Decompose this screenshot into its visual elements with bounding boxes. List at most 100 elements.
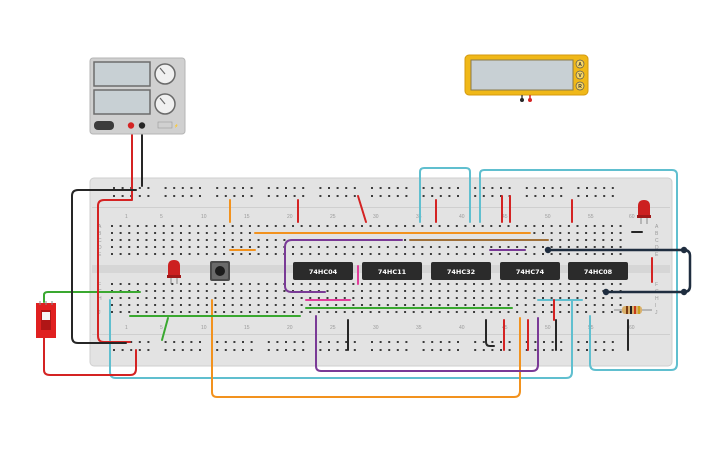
breadboard-hole[interactable] bbox=[224, 195, 227, 197]
breadboard-hole[interactable] bbox=[379, 187, 382, 189]
breadboard-hole[interactable] bbox=[611, 187, 614, 189]
breadboard-hole[interactable] bbox=[300, 304, 303, 306]
breadboard-hole[interactable] bbox=[577, 195, 580, 197]
breadboard-hole[interactable] bbox=[190, 187, 193, 189]
breadboard-hole[interactable] bbox=[567, 246, 570, 248]
breadboard-hole[interactable] bbox=[300, 225, 303, 227]
breadboard-hole[interactable] bbox=[224, 187, 227, 189]
breadboard-hole[interactable] bbox=[171, 253, 174, 255]
breadboard-hole[interactable] bbox=[371, 187, 373, 189]
breadboard-hole[interactable] bbox=[162, 297, 165, 299]
breadboard-hole[interactable] bbox=[121, 195, 124, 197]
breadboard-hole[interactable] bbox=[560, 195, 563, 197]
breadboard-hole[interactable] bbox=[524, 283, 527, 285]
breadboard-hole[interactable] bbox=[248, 246, 251, 248]
breadboard-hole[interactable] bbox=[240, 253, 243, 255]
breadboard-hole[interactable] bbox=[233, 195, 236, 197]
breadboard-hole[interactable] bbox=[378, 304, 381, 306]
breadboard-hole[interactable] bbox=[455, 304, 458, 306]
breadboard-hole[interactable] bbox=[395, 283, 398, 285]
breadboard-hole[interactable] bbox=[455, 253, 458, 255]
breadboard-hole[interactable] bbox=[550, 283, 553, 285]
breadboard-hole[interactable] bbox=[147, 195, 150, 197]
breadboard-hole[interactable] bbox=[240, 311, 243, 313]
breadboard-hole[interactable] bbox=[257, 304, 260, 306]
breadboard-hole[interactable] bbox=[274, 246, 277, 248]
breadboard-hole[interactable] bbox=[524, 290, 527, 292]
breadboard-hole[interactable] bbox=[326, 290, 329, 292]
breadboard-hole[interactable] bbox=[369, 297, 372, 299]
breadboard-hole[interactable] bbox=[343, 246, 346, 248]
breadboard-hole[interactable] bbox=[317, 253, 320, 255]
breadboard-hole[interactable] bbox=[542, 311, 544, 313]
breadboard-hole[interactable] bbox=[524, 304, 527, 306]
breadboard-hole[interactable] bbox=[231, 311, 234, 313]
breadboard-hole[interactable] bbox=[586, 341, 588, 343]
breadboard-hole[interactable] bbox=[576, 239, 579, 241]
breadboard-hole[interactable] bbox=[188, 283, 191, 285]
breadboard-hole[interactable] bbox=[498, 311, 501, 313]
breadboard-hole[interactable] bbox=[345, 195, 348, 197]
breadboard-hole[interactable] bbox=[343, 297, 346, 299]
breadboard-hole[interactable] bbox=[603, 349, 606, 351]
breadboard-hole[interactable] bbox=[317, 283, 320, 285]
breadboard-hole[interactable] bbox=[610, 297, 613, 299]
breadboard-hole[interactable] bbox=[542, 283, 544, 285]
breadboard-hole[interactable] bbox=[274, 290, 277, 292]
breadboard-hole[interactable] bbox=[542, 253, 544, 255]
breadboard-hole[interactable] bbox=[145, 232, 148, 234]
breadboard-hole[interactable] bbox=[507, 283, 510, 285]
breadboard-hole[interactable] bbox=[335, 283, 338, 285]
breadboard-hole[interactable] bbox=[559, 239, 562, 241]
breadboard-hole[interactable] bbox=[369, 225, 372, 227]
wire-red[interactable] bbox=[97, 127, 133, 343]
breadboard-hole[interactable] bbox=[309, 311, 312, 313]
breadboard-hole[interactable] bbox=[559, 304, 562, 306]
breadboard-hole[interactable] bbox=[619, 311, 622, 313]
breadboard-hole[interactable] bbox=[481, 304, 484, 306]
breadboard-hole[interactable] bbox=[371, 195, 373, 197]
breadboard-hole[interactable] bbox=[491, 187, 494, 189]
breadboard-hole[interactable] bbox=[136, 239, 139, 241]
breadboard-hole[interactable] bbox=[395, 225, 398, 227]
breadboard-hole[interactable] bbox=[482, 349, 485, 351]
breadboard-hole[interactable] bbox=[360, 297, 363, 299]
breadboard-hole[interactable] bbox=[431, 341, 434, 343]
breadboard-hole[interactable] bbox=[422, 195, 425, 197]
breadboard-hole[interactable] bbox=[353, 187, 356, 189]
breadboard-hole[interactable] bbox=[438, 290, 441, 292]
breadboard-hole[interactable] bbox=[593, 232, 596, 234]
breadboard-hole[interactable] bbox=[317, 311, 320, 313]
wire-orange[interactable] bbox=[211, 299, 521, 398]
breadboard-hole[interactable] bbox=[274, 311, 277, 313]
breadboard-hole[interactable] bbox=[130, 349, 133, 351]
breadboard-hole[interactable] bbox=[345, 187, 348, 189]
breadboard-hole[interactable] bbox=[145, 290, 148, 292]
wire-purple[interactable] bbox=[284, 239, 403, 293]
breadboard-hole[interactable] bbox=[317, 246, 320, 248]
breadboard-hole[interactable] bbox=[302, 195, 305, 197]
breadboard-hole[interactable] bbox=[473, 311, 476, 313]
breadboard-hole[interactable] bbox=[455, 290, 458, 292]
breadboard-hole[interactable] bbox=[533, 297, 536, 299]
breadboard-hole[interactable] bbox=[421, 253, 424, 255]
breadboard-hole[interactable] bbox=[164, 195, 167, 197]
breadboard-hole[interactable] bbox=[113, 349, 115, 351]
breadboard-hole[interactable] bbox=[421, 297, 424, 299]
breadboard-hole[interactable] bbox=[231, 297, 234, 299]
breadboard-hole[interactable] bbox=[464, 246, 467, 248]
breadboard-hole[interactable] bbox=[498, 304, 501, 306]
breadboard-hole[interactable] bbox=[248, 232, 251, 234]
breadboard-hole[interactable] bbox=[447, 311, 450, 313]
breadboard-hole[interactable] bbox=[405, 341, 408, 343]
breadboard-hole[interactable] bbox=[335, 253, 338, 255]
breadboard-hole[interactable] bbox=[369, 290, 372, 292]
breadboard-hole[interactable] bbox=[490, 290, 493, 292]
breadboard-hole[interactable] bbox=[179, 232, 182, 234]
breadboard-hole[interactable] bbox=[223, 297, 226, 299]
breadboard-hole[interactable] bbox=[610, 225, 613, 227]
breadboard-hole[interactable] bbox=[602, 297, 605, 299]
breadboard-hole[interactable] bbox=[233, 341, 236, 343]
breadboard-hole[interactable] bbox=[585, 246, 588, 248]
breadboard-hole[interactable] bbox=[551, 195, 554, 197]
